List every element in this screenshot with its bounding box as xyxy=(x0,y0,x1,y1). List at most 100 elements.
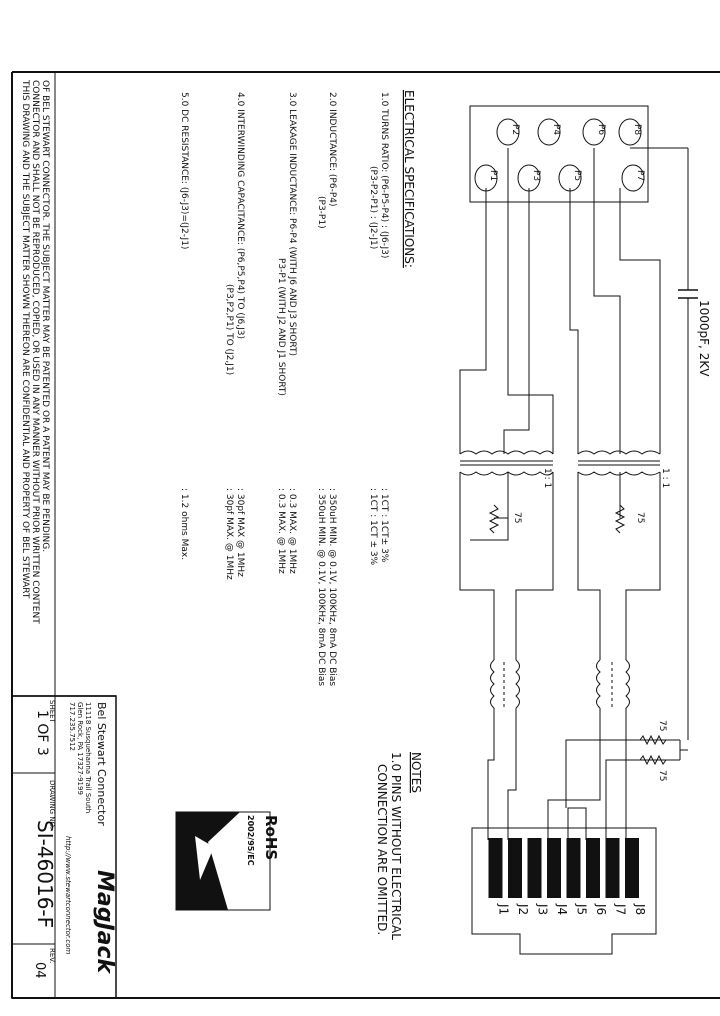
contact-bar xyxy=(508,838,522,898)
contact-bar xyxy=(527,838,542,898)
spec-4-value-2: : 30pf MAX. @ 1MHz xyxy=(224,488,234,580)
drawing-number: SI-46016-F xyxy=(33,820,57,928)
magjack-logo: MagJack xyxy=(92,870,117,975)
contact-j4: J4 xyxy=(547,838,569,915)
pin-p8: P8 xyxy=(618,118,642,146)
resistor-label-4: 75 xyxy=(657,770,667,781)
spec-5-value-1: : 1.2 ohms Max. xyxy=(179,488,189,560)
notes-line-2: CONNECTION ARE OMITTED. xyxy=(375,764,389,935)
pin-label: P4 xyxy=(551,124,561,135)
hv-capacitor: 1000pF, 2KV xyxy=(630,147,711,740)
contact-j5: J5 xyxy=(566,838,589,915)
capacitor-label: 1000pF, 2KV xyxy=(697,300,711,377)
pin-p3: P3 xyxy=(517,164,541,192)
pin-p7: P7 xyxy=(621,164,645,192)
pin-p6: P6 xyxy=(582,118,606,146)
spec-4-line-2: (P3,P2,P1) TO (J2,J1) xyxy=(224,284,234,375)
confidential-line-3: OF BEL STEWART CONNECTOR. THE SUBJECT MA… xyxy=(40,80,50,552)
contact-bar xyxy=(547,838,561,898)
spec-1-value-2: : 1CT : 1CT ± 3% xyxy=(368,488,378,566)
pin-label: P7 xyxy=(635,170,645,181)
company-name: Bel Stewart Connector xyxy=(95,702,108,826)
pin-p2: P2 xyxy=(496,118,520,146)
sheet-value: 1 OF 3 xyxy=(34,710,50,756)
confidential-line-1: THIS DRAWING AND THE SUBJECT MATTER SHOW… xyxy=(20,79,30,599)
wiring xyxy=(459,148,688,840)
revision-label: REV. xyxy=(48,948,56,963)
contact-label: J1 xyxy=(497,903,511,915)
contact-bar xyxy=(625,838,639,898)
spec-5-line-1: 5.0 DC RESISTANCE: (J6-J3)=(J2-J1) xyxy=(179,92,189,249)
pin-circle xyxy=(537,118,561,146)
pin-circle xyxy=(582,118,606,146)
spec-3-value-1: : 0.3 MAX. @ 1MHz xyxy=(287,488,297,574)
website: http://www.stewartconnector.com xyxy=(64,836,72,955)
company-address-1: 11118 Susquehanna Trail South xyxy=(84,702,92,813)
contact-label: J3 xyxy=(536,903,550,915)
electrical-specifications: ELECTRICAL SPECIFICATIONS: 1.0 TURNS RAT… xyxy=(179,90,416,686)
pin-circle xyxy=(621,164,645,192)
company-phone: 717.235.7512 xyxy=(68,702,76,751)
pin-p4: P4 xyxy=(537,118,561,146)
contact-j6: J6 xyxy=(586,838,608,915)
contact-bar xyxy=(605,838,620,898)
sheet-label: SHEET xyxy=(48,700,56,724)
contact-bar xyxy=(566,838,581,898)
pin-label: P2 xyxy=(510,124,520,135)
contact-j2: J2 xyxy=(508,838,530,915)
contact-bar xyxy=(586,838,600,898)
pin-circle xyxy=(618,118,642,146)
notes-heading: NOTES xyxy=(409,752,423,793)
pin-p5: P5 xyxy=(558,164,582,192)
drawing-number-label: DRAWING NO. xyxy=(48,780,56,829)
pin-label: P5 xyxy=(572,170,582,181)
company-address-2: Glen Rock, PA 17327-9199 xyxy=(76,702,84,795)
pin-label: P1 xyxy=(488,170,498,181)
revision-value: 04 xyxy=(32,962,47,979)
contact-bar xyxy=(488,838,503,898)
spec-1-value-1: : 1CT : 1CT± 3% xyxy=(379,488,389,563)
confidential-notice: THIS DRAWING AND THE SUBJECT MATTER SHOW… xyxy=(20,79,50,624)
spec-heading: ELECTRICAL SPECIFICATIONS: xyxy=(402,90,416,268)
spec-1-line-1: 1.0 TURNS RATIO: (P6-P5-P4) : (J6-J3) xyxy=(379,92,389,258)
contact-j1: J1 xyxy=(488,838,511,915)
contact-j8: J8 xyxy=(625,838,647,915)
pin-header-frame xyxy=(469,105,649,203)
resistor-label-1: 75 xyxy=(512,512,522,523)
title-block: Bel Stewart Connector 11118 Susquehanna … xyxy=(11,695,280,999)
contact-label: J7 xyxy=(614,903,628,915)
rohs-text: RoHS xyxy=(262,815,280,860)
rj45-jack: J8 J7 J6 J5 J4 J3 J2 J1 xyxy=(471,827,657,955)
spec-4-value-1: : 30pf MAX @ 1MHz xyxy=(235,488,245,577)
spec-3-line-2: P3-P1 (WITH J2 AND J1 SHORT) xyxy=(276,258,286,396)
pin-label: P8 xyxy=(632,124,642,135)
notes-line-1: 1.0 PINS WITHOUT ELECTRICAL xyxy=(389,752,403,940)
ratio-label-2: 1 : 1 xyxy=(660,468,670,488)
contact-j7: J7 xyxy=(605,838,628,915)
spec-2-line-2: (P3-P1) xyxy=(316,196,326,229)
ratio-label-1: 1 : 1 xyxy=(542,468,552,488)
contact-j3: J3 xyxy=(527,838,550,915)
pin-circle xyxy=(496,118,520,146)
rohs-badge: RoHS 2002/95/EC xyxy=(175,811,280,911)
spec-1-line-2: (P3-P2-P1) : (J2-J1) xyxy=(368,166,378,249)
resistor-label-2: 75 xyxy=(635,512,645,523)
contact-label: J6 xyxy=(594,903,608,915)
spec-4-line-1: 4.0 INTERWINDING CAPACITANCE: (P6,P5,P4)… xyxy=(235,92,245,339)
notes: NOTES 1.0 PINS WITHOUT ELECTRICAL CONNEC… xyxy=(375,752,423,940)
spec-2-value-1: : 350uH MIN. @ 0.1V, 100KHz, 8mA DC Bias xyxy=(327,488,337,686)
contact-label: J5 xyxy=(575,903,589,915)
pin-label: P6 xyxy=(596,124,606,135)
spec-2-line-1: 2.0 INDUCTANCE: (P6-P4) xyxy=(327,92,337,207)
contact-label: J8 xyxy=(633,903,647,915)
pin-label: P3 xyxy=(531,170,541,181)
contact-label: J2 xyxy=(516,903,530,915)
confidential-line-2: CONNECTOR AND SHALL NOT BE REPRODUCED, C… xyxy=(30,80,40,624)
resistor-label-3: 75 xyxy=(657,720,667,731)
rohs-directive: 2002/95/EC xyxy=(246,815,255,866)
contact-label: J4 xyxy=(555,903,569,915)
jack-outline xyxy=(471,827,657,955)
